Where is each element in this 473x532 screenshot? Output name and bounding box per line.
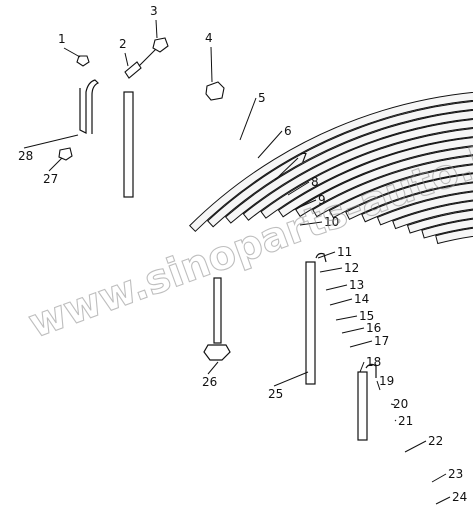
part-label: 6 <box>284 124 292 138</box>
leader-line <box>341 327 365 334</box>
leader-line <box>63 47 81 58</box>
leader-line <box>431 473 447 483</box>
leader-line <box>329 298 353 306</box>
part-label: 8 <box>311 175 319 189</box>
leader-line <box>335 315 358 321</box>
spring-leaf <box>260 128 473 219</box>
leader-line <box>23 134 79 149</box>
leader-line <box>435 496 451 505</box>
part-label: 25 <box>268 387 283 401</box>
part-label: 21 <box>398 414 413 428</box>
part-label: 20 <box>393 397 408 411</box>
leader-line <box>292 199 317 211</box>
leader-line <box>325 284 348 291</box>
leader-line <box>155 19 158 39</box>
spring-leaf <box>435 227 473 245</box>
leader-line <box>257 130 283 159</box>
spring-leaf <box>224 110 473 224</box>
leader-line <box>376 380 381 391</box>
small-parts <box>58 37 225 161</box>
leader-line <box>207 361 219 375</box>
part-label: 2 <box>119 37 127 51</box>
spring-leaf <box>406 209 473 234</box>
leader-line <box>359 361 365 373</box>
part-label: 12 <box>344 261 359 275</box>
spring-leaf <box>421 218 473 239</box>
spring-leaf <box>361 182 473 223</box>
leader-line <box>299 221 323 226</box>
leader-line <box>404 440 427 453</box>
part-label: 5 <box>258 91 266 105</box>
spring-leaf <box>277 137 473 218</box>
nut-part-4 <box>205 81 225 101</box>
leader-line <box>394 419 397 422</box>
part-label: 23 <box>448 467 463 481</box>
part-label: 13 <box>349 278 364 292</box>
spring-leaf-stack <box>189 91 473 245</box>
part-label: 15 <box>359 309 374 323</box>
part-label: 3 <box>150 4 158 18</box>
leader-line <box>273 371 309 387</box>
part-label: 9 <box>318 193 326 207</box>
part-label: 24 <box>452 490 467 504</box>
leader-line <box>390 403 396 406</box>
part-label: 26 <box>202 375 217 389</box>
part-label: 4 <box>205 31 213 45</box>
part-label: 18 <box>366 355 381 369</box>
part-label: 22 <box>428 434 443 448</box>
leader-line <box>239 97 257 141</box>
spring-leaf <box>376 191 473 226</box>
left-u-bolt <box>79 79 134 198</box>
nut-part-27 <box>58 147 73 161</box>
part-label: 17 <box>374 334 389 348</box>
part-label: 1 <box>58 32 66 46</box>
nut-part-1 <box>76 55 90 67</box>
spring-leaf <box>242 119 473 221</box>
leader-line <box>48 157 63 172</box>
part-label: 28 <box>18 149 33 163</box>
leader-lines <box>23 19 451 505</box>
spring-leaf <box>345 173 473 220</box>
spring-leaf <box>328 164 473 219</box>
leader-line <box>319 267 343 273</box>
part-label: 7 <box>300 151 308 165</box>
part-label: 14 <box>354 292 369 306</box>
part-label: 10 <box>324 215 339 229</box>
spring-leaf <box>392 200 473 230</box>
center-bolt <box>203 277 231 361</box>
leader-line <box>317 251 336 259</box>
bolt-head-part-3 <box>152 37 169 53</box>
leader-line <box>287 181 310 196</box>
part-label: 19 <box>379 374 394 388</box>
part-label: 11 <box>337 245 352 259</box>
leader-line <box>210 46 213 83</box>
part-label: 16 <box>366 321 381 335</box>
leader-line <box>349 340 373 348</box>
spring-leaf <box>189 91 473 233</box>
leader-line <box>274 157 299 181</box>
sleeve-part-2 <box>124 61 142 79</box>
spring-leaf <box>312 155 473 218</box>
leader-line <box>124 52 129 67</box>
part-label: 27 <box>43 172 58 186</box>
spring-leaf <box>295 146 473 218</box>
